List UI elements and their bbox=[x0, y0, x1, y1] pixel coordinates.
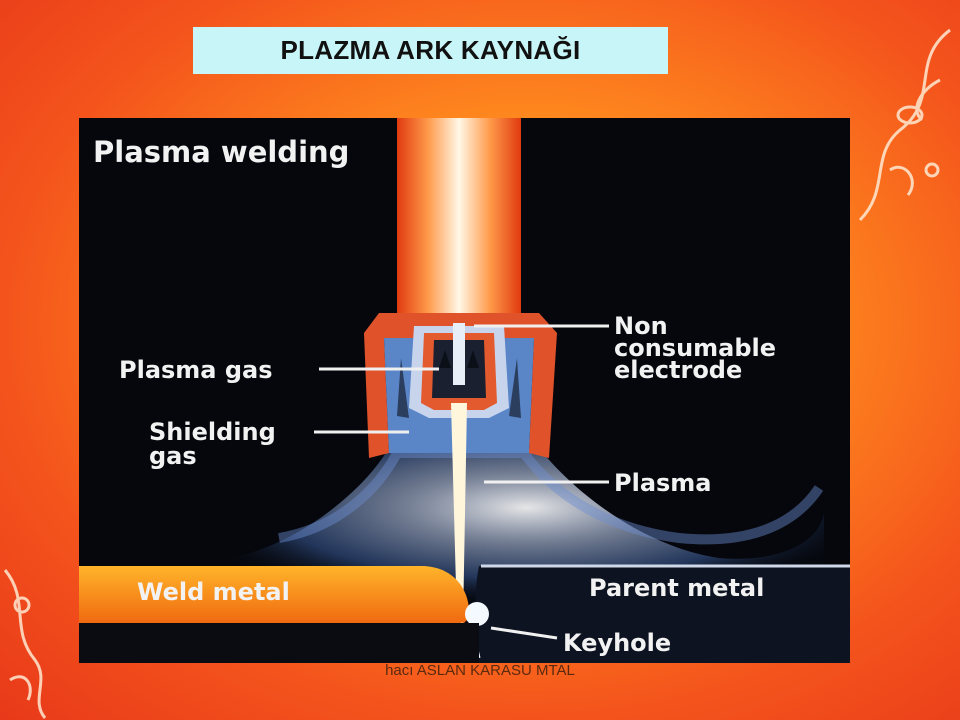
floral-ornament-right bbox=[858, 28, 951, 222]
label-plasma-gas: Plasma gas bbox=[119, 356, 273, 384]
weld-metal bbox=[79, 566, 470, 623]
label-plasma: Plasma bbox=[614, 469, 712, 497]
plasma-edge bbox=[278, 448, 824, 545]
slide-footer: hacı ASLAN KARASU MTAL bbox=[385, 662, 575, 679]
electrode bbox=[453, 323, 465, 385]
leader-lines bbox=[314, 324, 609, 640]
weld-base bbox=[79, 623, 479, 663]
label-weld-metal: Weld metal bbox=[137, 578, 290, 606]
diagram-svg: Plasma welding Non consumable electrode … bbox=[79, 118, 850, 663]
slide-title: PLAZMA ARK KAYNAĞI bbox=[280, 35, 581, 65]
floral-ornament-left bbox=[3, 569, 47, 719]
label-shielding-1: Shielding bbox=[149, 418, 276, 446]
label-keyhole: Keyhole bbox=[563, 629, 671, 657]
label-electrode-2: consumable bbox=[614, 334, 776, 362]
label-electrode-1: Non bbox=[614, 312, 668, 340]
label-shielding-2: gas bbox=[149, 442, 197, 470]
slide-title-box: PLAZMA ARK KAYNAĞI bbox=[193, 27, 668, 74]
diagram-heading: Plasma welding bbox=[93, 135, 349, 169]
plasma-arc bbox=[451, 403, 467, 623]
parent-metal bbox=[475, 566, 850, 663]
keyhole bbox=[465, 602, 489, 626]
label-parent-metal: Parent metal bbox=[589, 574, 764, 602]
plasma-welding-diagram: Plasma welding Non consumable electrode … bbox=[79, 118, 850, 663]
torch-beam bbox=[397, 118, 521, 323]
gas-flow-arrows bbox=[439, 350, 479, 368]
label-electrode-3: electrode bbox=[614, 356, 742, 384]
